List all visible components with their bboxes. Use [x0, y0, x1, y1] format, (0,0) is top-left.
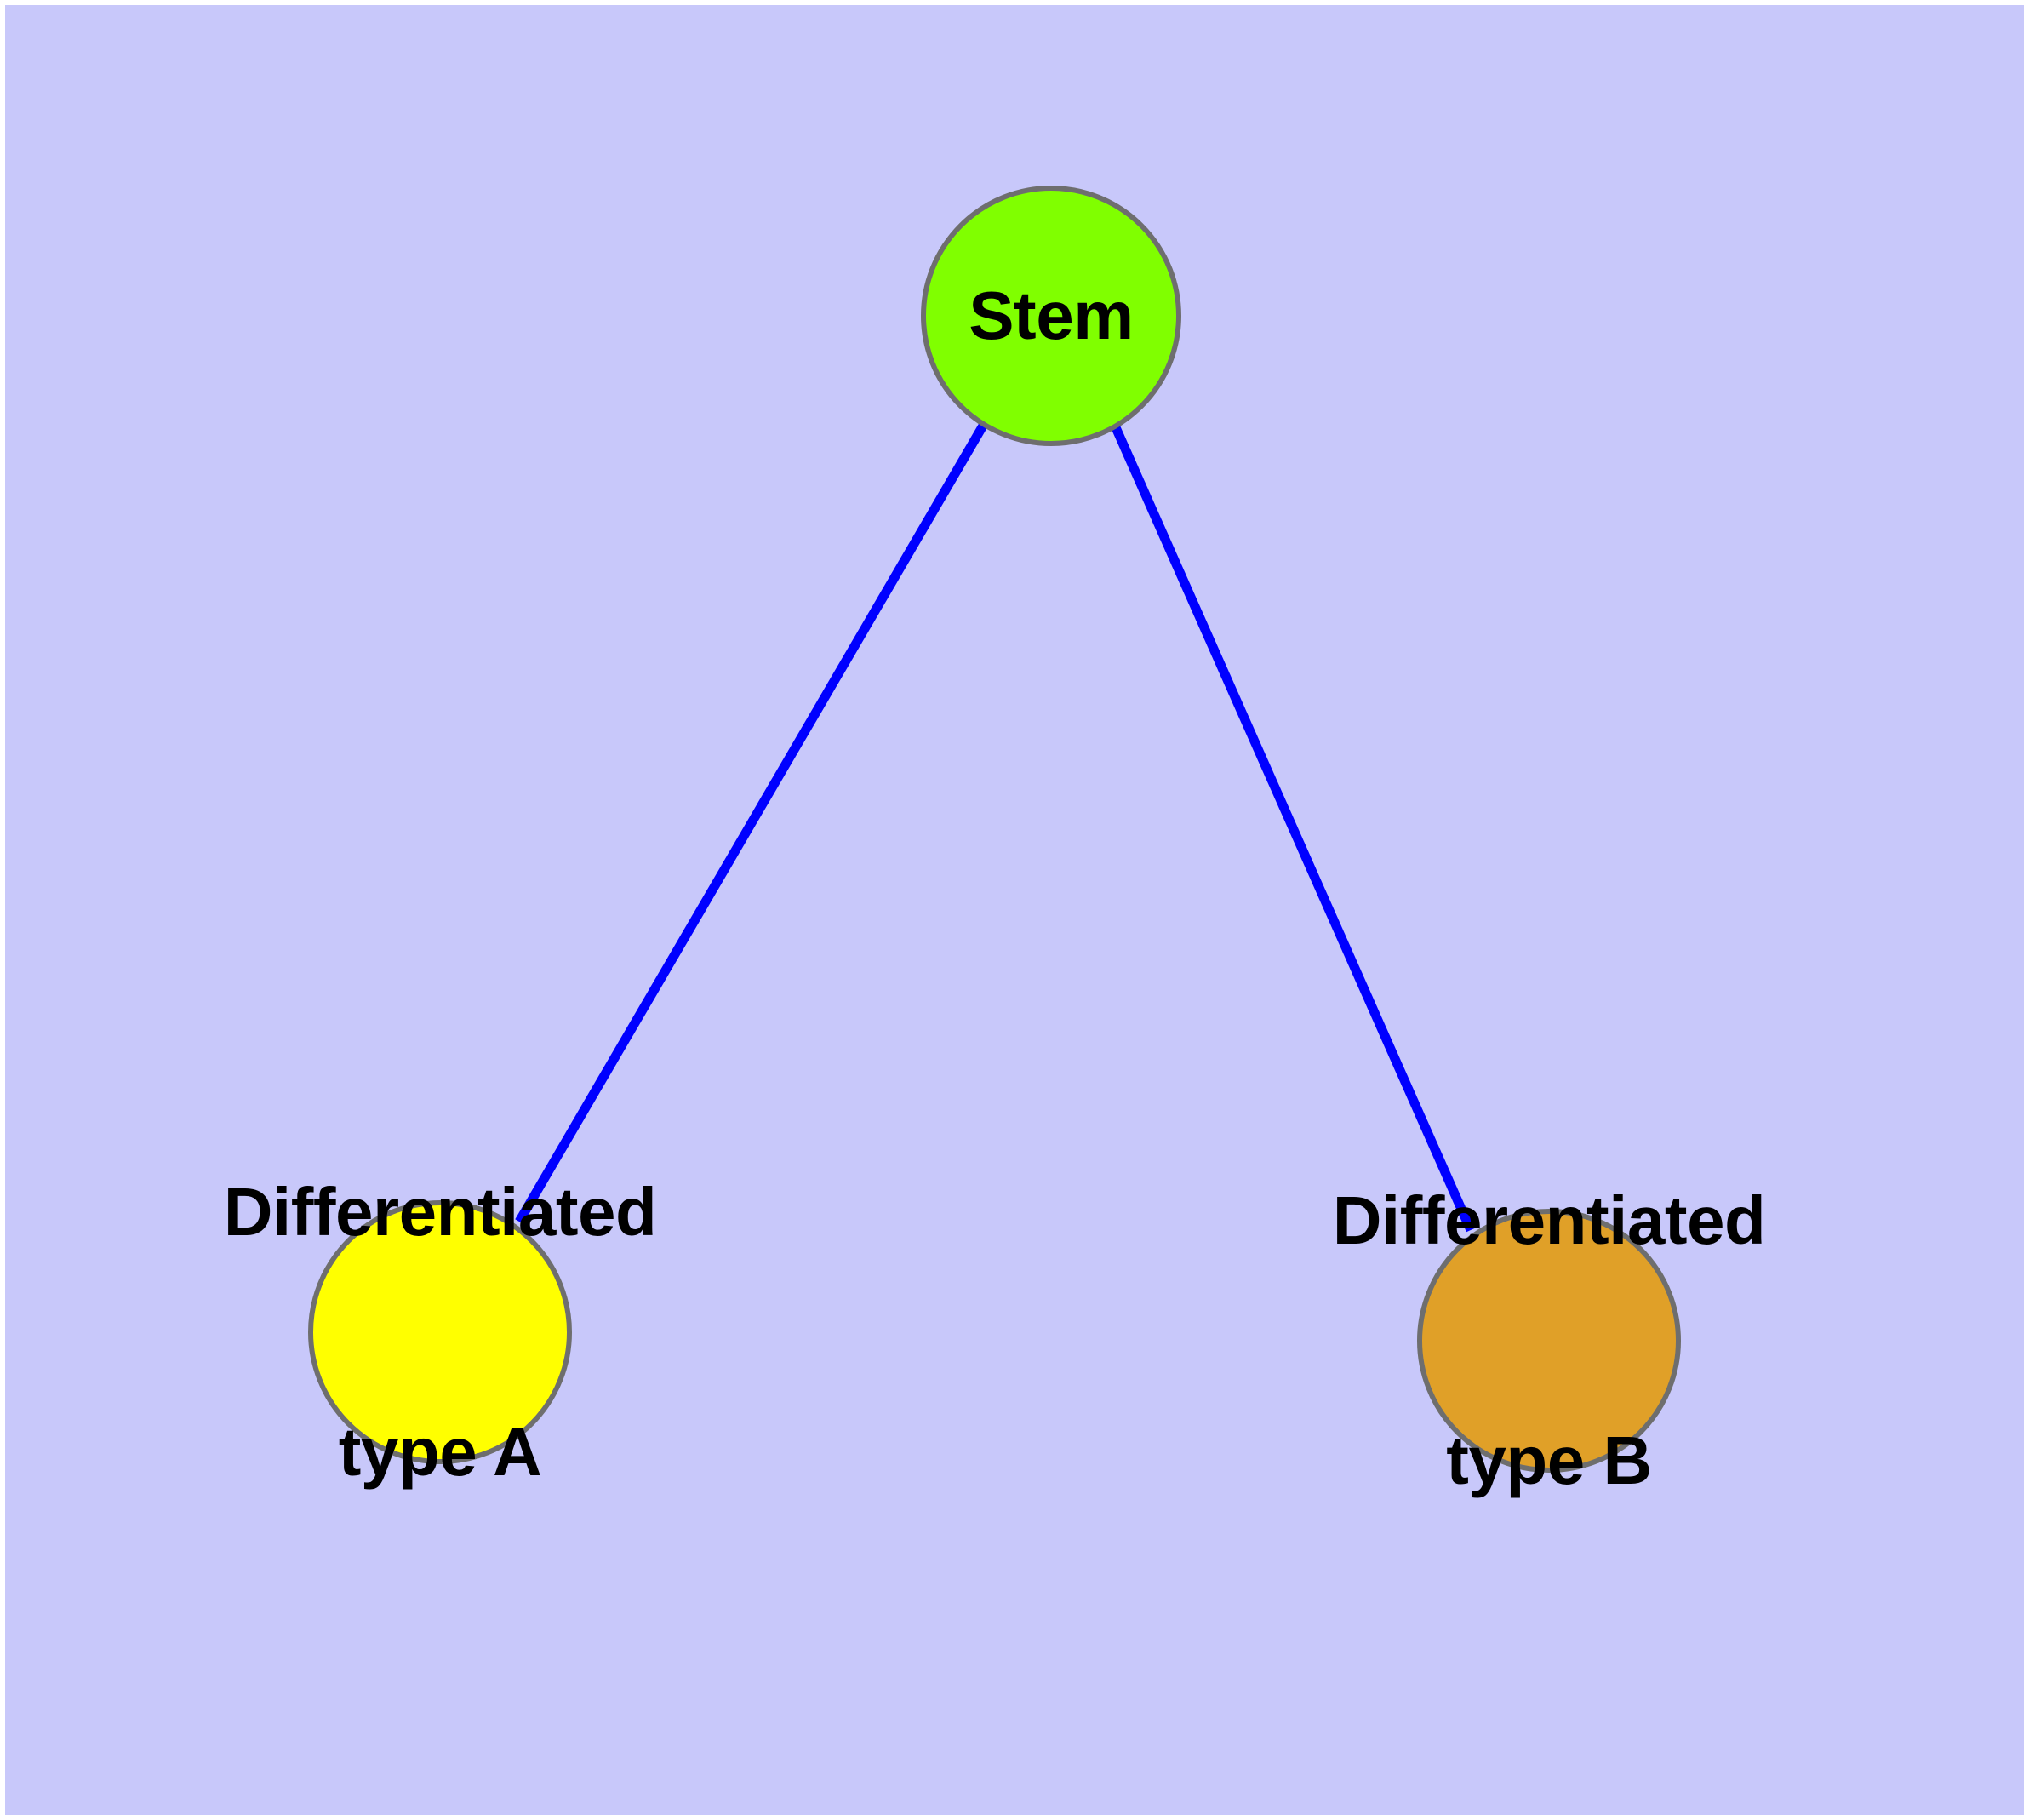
node-differentiated-type-a[interactable]: [308, 1200, 572, 1464]
edge-stem-to-differentiated-type-b[interactable]: [1110, 423, 1476, 1233]
node-differentiated-type-b[interactable]: [1417, 1209, 1681, 1473]
edge-stem-to-differentiated-type-a[interactable]: [515, 423, 987, 1224]
node-stem[interactable]: [921, 186, 1181, 446]
